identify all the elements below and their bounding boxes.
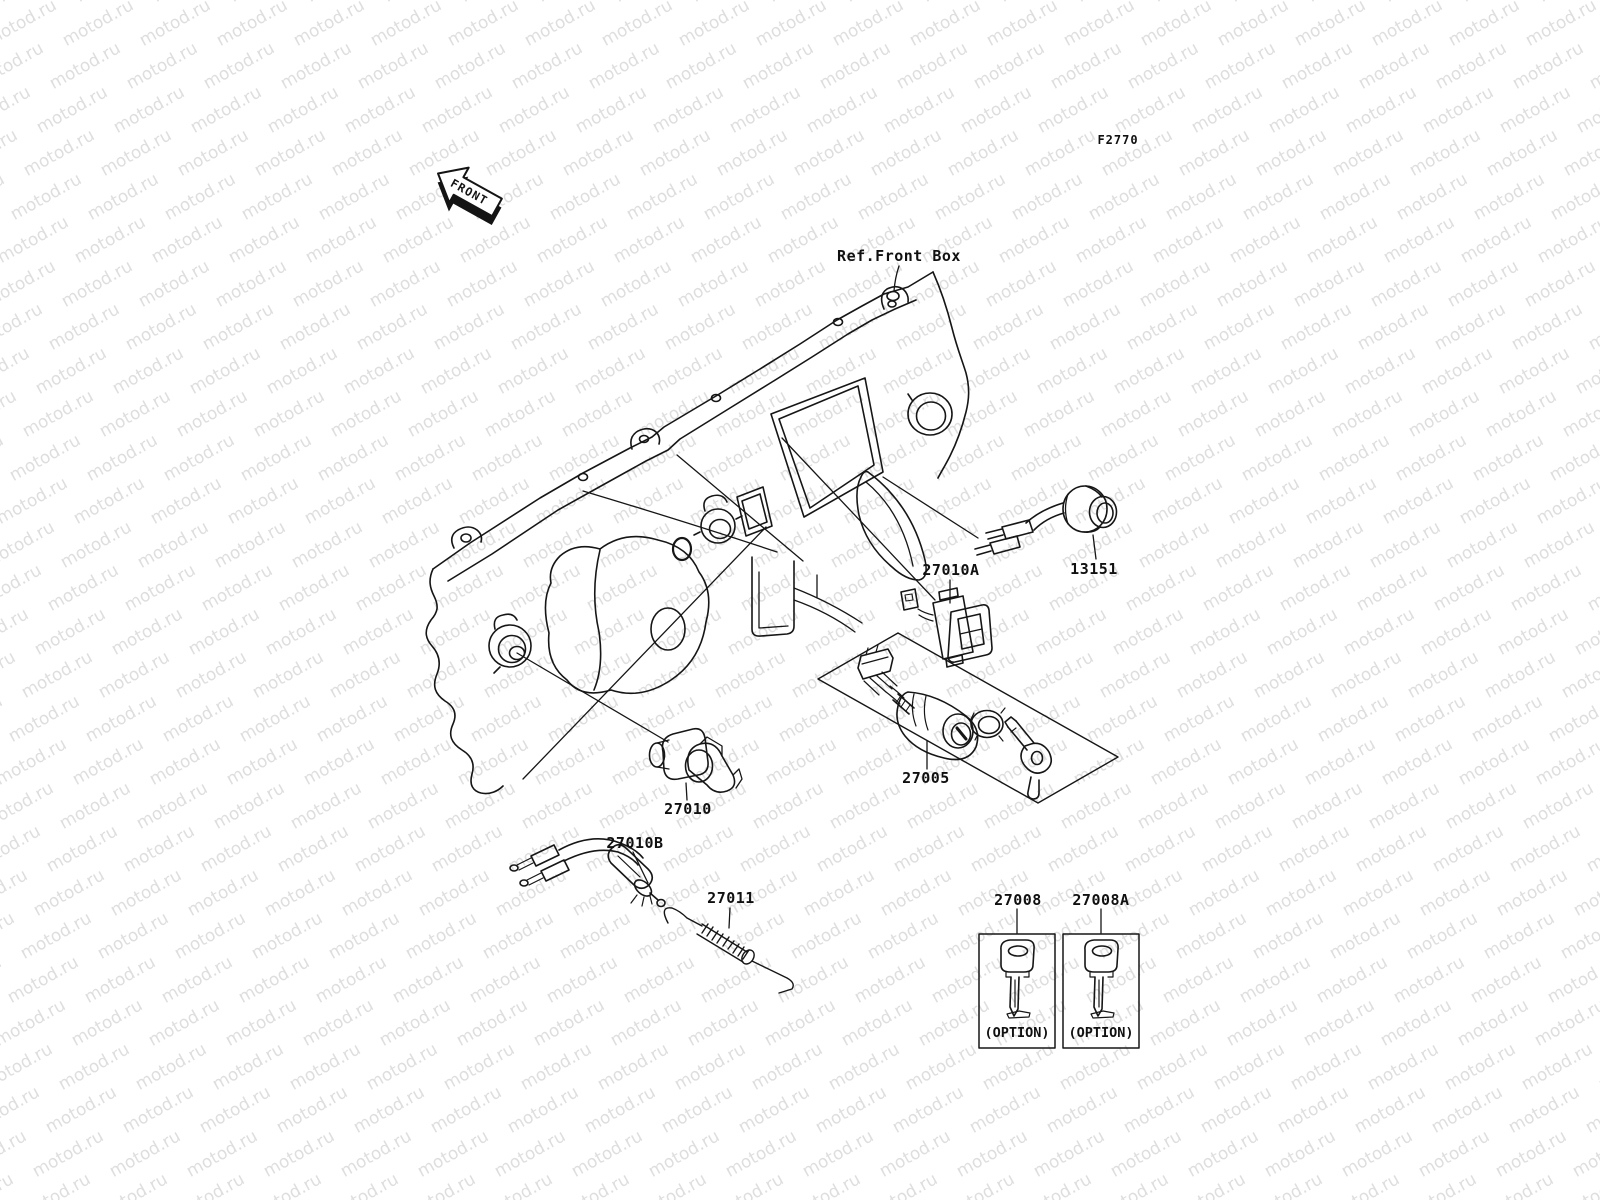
key-27008-drawing bbox=[1000, 939, 1035, 1019]
socket-hole bbox=[907, 392, 953, 436]
key-27008-box bbox=[978, 933, 1056, 1049]
switch-hole bbox=[700, 508, 736, 544]
option-label-27008a: (OPTION) bbox=[1068, 1025, 1134, 1041]
part-number-label-27008a: 27008A bbox=[1072, 891, 1130, 909]
flange-tab bbox=[450, 526, 483, 549]
rect-switch-hole bbox=[736, 486, 773, 537]
option-label-27008: (OPTION) bbox=[984, 1025, 1050, 1041]
part-number-label-27010: 27010 bbox=[664, 800, 712, 818]
ref-front-box-label: Ref.Front Box bbox=[837, 247, 961, 265]
knob-hole bbox=[488, 624, 532, 668]
part-number-label-27005: 27005 bbox=[902, 769, 950, 787]
part-number-label-27011: 27011 bbox=[707, 889, 755, 907]
part-27010a-drawing bbox=[900, 587, 993, 668]
cluster-recess bbox=[544, 535, 710, 695]
part-number-label-27010a: 27010A bbox=[922, 561, 980, 579]
part-27010-drawing bbox=[648, 727, 743, 793]
part-number-label-27008: 27008 bbox=[994, 891, 1042, 909]
part-27010b-drawing bbox=[509, 838, 666, 908]
figure-code-label: F2770 bbox=[1097, 133, 1139, 147]
key-27005 bbox=[1004, 716, 1053, 800]
assembly-27005-drawing bbox=[817, 632, 1119, 804]
assembly-box bbox=[817, 632, 1119, 804]
glovebox-trim bbox=[856, 470, 927, 581]
oval-hole bbox=[671, 536, 693, 562]
key-27008a-box bbox=[1062, 933, 1140, 1049]
front-box-panel-drawing bbox=[425, 271, 970, 795]
front-arrow: FRONT bbox=[437, 166, 503, 226]
part-27011-drawing bbox=[663, 907, 794, 994]
panel-opening bbox=[770, 377, 884, 518]
part-number-label-27010b: 27010B bbox=[606, 834, 664, 852]
part-number-label-13151: 13151 bbox=[1070, 560, 1118, 578]
key-27008a-drawing bbox=[1084, 939, 1119, 1019]
leader-lines bbox=[516, 265, 1102, 934]
part-13151-drawing bbox=[974, 485, 1118, 556]
